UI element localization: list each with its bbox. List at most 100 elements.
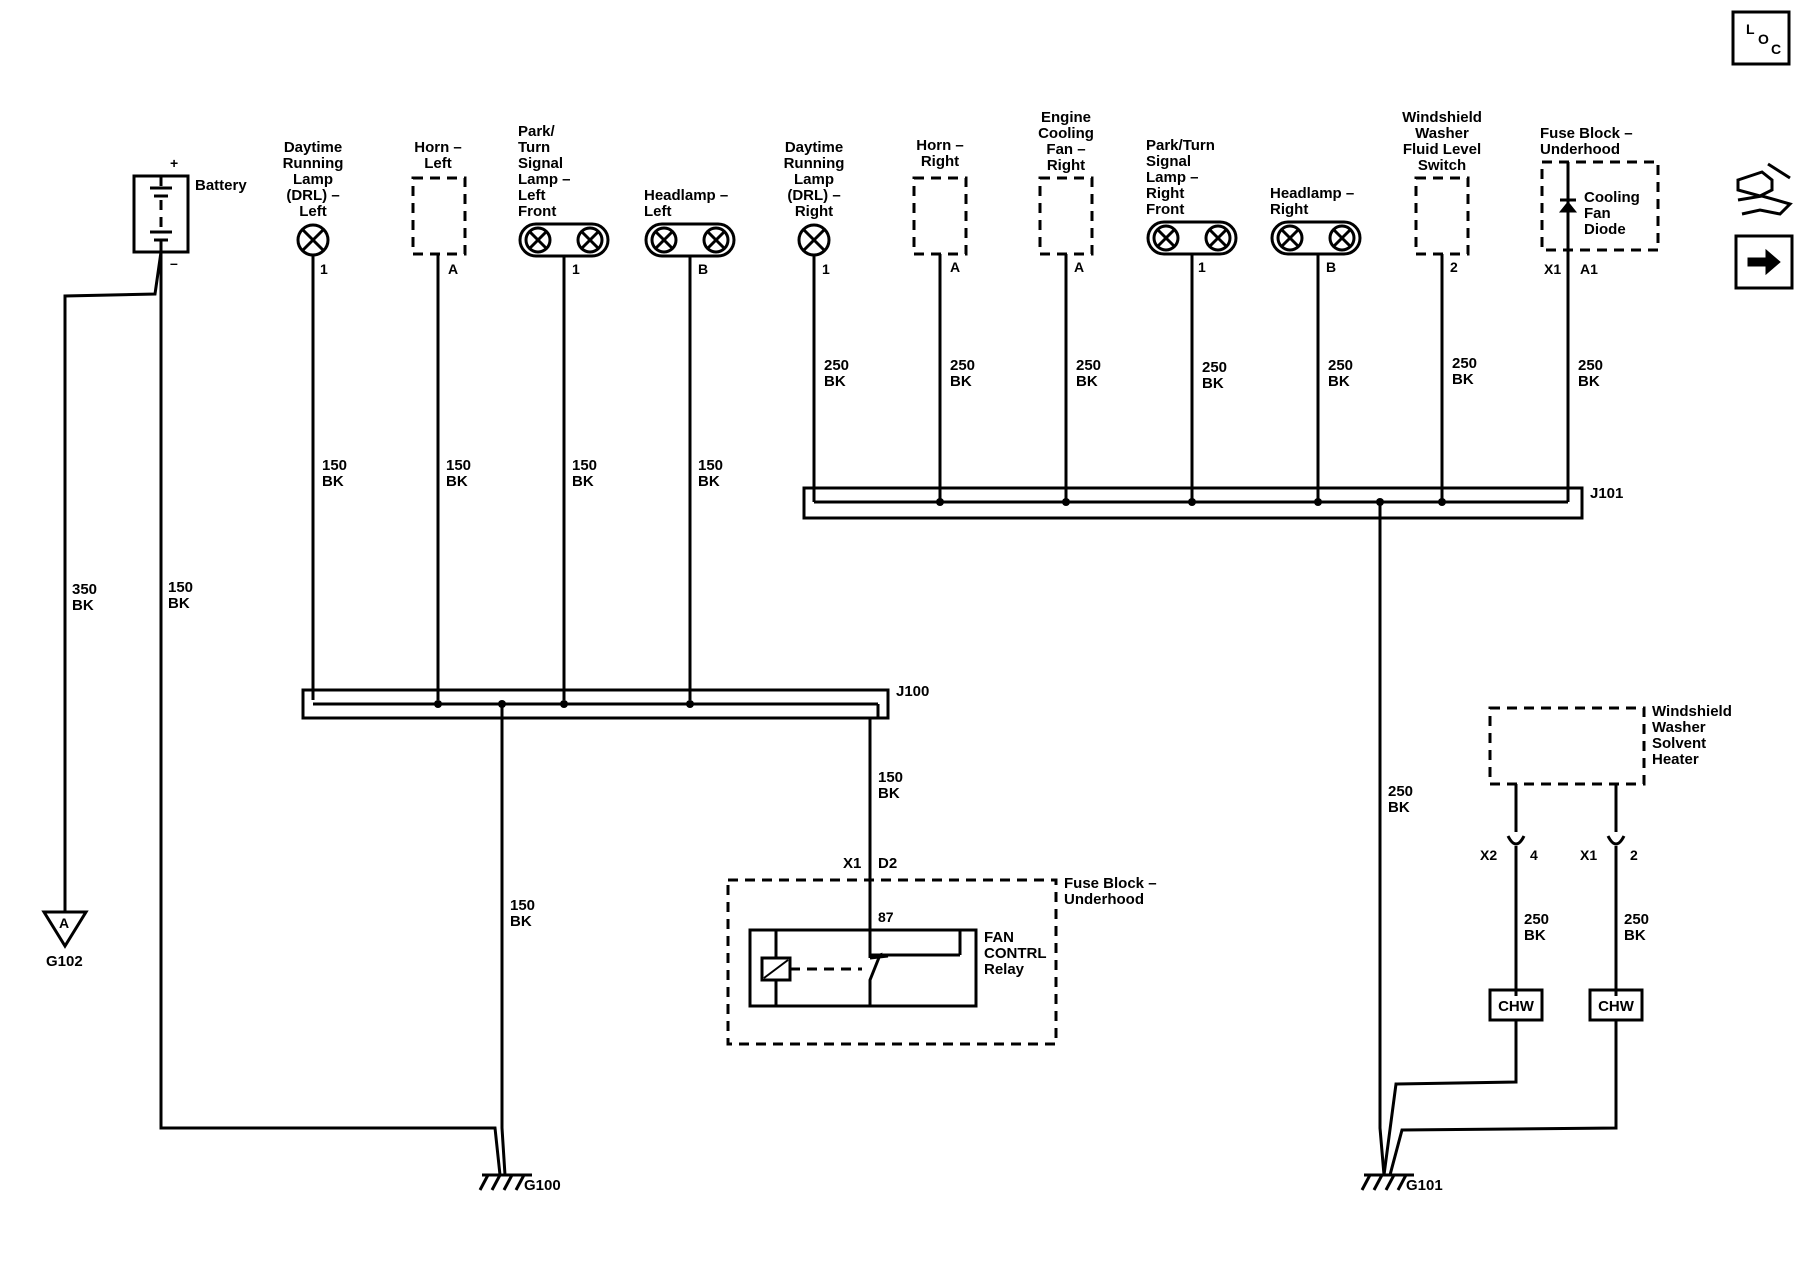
svg-text:Washer: Washer bbox=[1652, 719, 1706, 736]
ground-ref-letter: A bbox=[59, 915, 69, 931]
svg-text:BK: BK bbox=[824, 373, 846, 390]
wire-heater-g101 bbox=[1382, 1020, 1518, 1176]
fuse-block-underhood-outline bbox=[726, 878, 1058, 1046]
wire-battery-g100 bbox=[159, 252, 502, 1176]
drl-left-lamp: Daytime Running Lamp (DRL) – Left 1 bbox=[283, 139, 344, 277]
connector-icon bbox=[1506, 835, 1526, 846]
inline-splice-label: CHW bbox=[1498, 998, 1535, 1015]
svg-text:Fan: Fan bbox=[1584, 205, 1611, 222]
wire-size: 350 bbox=[72, 581, 97, 598]
svg-text:Windshield: Windshield bbox=[1652, 703, 1732, 720]
svg-text:Underhood: Underhood bbox=[1540, 141, 1620, 158]
svg-text:Running: Running bbox=[283, 155, 344, 172]
svg-text:BK: BK bbox=[950, 373, 972, 390]
pin-label: 1 bbox=[822, 261, 830, 277]
svg-text:Lamp: Lamp bbox=[794, 171, 834, 188]
svg-text:Fuse Block –: Fuse Block – bbox=[1540, 125, 1633, 142]
relay-switch-icon bbox=[868, 952, 883, 1006]
svg-text:Diode: Diode bbox=[1584, 221, 1626, 238]
svg-text:BK: BK bbox=[698, 473, 720, 490]
washer-fluid-level-switch: Windshield Washer Fluid Level Switch 2 bbox=[1402, 109, 1482, 275]
svg-text:FAN: FAN bbox=[984, 929, 1014, 946]
svg-text:Right: Right bbox=[1146, 185, 1184, 202]
ground-g102: A G102 bbox=[41, 910, 89, 970]
svg-text:Daytime: Daytime bbox=[284, 139, 342, 156]
svg-text:Signal: Signal bbox=[518, 155, 563, 172]
splice-label: J100 bbox=[896, 683, 929, 700]
pin-label: B bbox=[698, 261, 708, 277]
svg-text:BK: BK bbox=[1328, 373, 1350, 390]
splice-j100: J100 bbox=[301, 683, 929, 720]
inline-splice-label: CHW bbox=[1598, 998, 1635, 1015]
svg-text:BK: BK bbox=[510, 913, 532, 930]
svg-text:Fluid Level: Fluid Level bbox=[1403, 141, 1481, 158]
svg-text:250: 250 bbox=[1202, 359, 1227, 376]
svg-text:Daytime: Daytime bbox=[785, 139, 843, 156]
washer-solvent-heater: Windshield Washer Solvent Heater X2 4 25… bbox=[1382, 703, 1732, 1176]
wire-color: BK bbox=[168, 595, 190, 612]
svg-text:Headlamp –: Headlamp – bbox=[1270, 185, 1354, 202]
svg-text:Horn –: Horn – bbox=[916, 137, 964, 154]
svg-text:250: 250 bbox=[1624, 911, 1649, 928]
svg-text:250: 250 bbox=[1452, 355, 1477, 372]
svg-text:Left: Left bbox=[644, 203, 672, 220]
svg-text:Park/Turn: Park/Turn bbox=[1146, 137, 1215, 154]
svg-text:Heater: Heater bbox=[1652, 751, 1699, 768]
pin-label: 4 bbox=[1530, 847, 1538, 863]
svg-text:Washer: Washer bbox=[1415, 125, 1469, 142]
svg-text:250: 250 bbox=[1524, 911, 1549, 928]
svg-text:150: 150 bbox=[510, 897, 535, 914]
connector-label: X1 bbox=[1580, 847, 1597, 863]
splice-j101: J101 bbox=[802, 485, 1623, 520]
pin-label: 1 bbox=[320, 261, 328, 277]
svg-text:Switch: Switch bbox=[1418, 157, 1466, 174]
battery-minus-label: – bbox=[170, 255, 178, 271]
svg-text:BK: BK bbox=[1202, 375, 1224, 392]
svg-text:Lamp –: Lamp – bbox=[1146, 169, 1199, 186]
park-turn-lamp-left: Park/ Turn Signal Lamp – Left Front 1 bbox=[518, 123, 610, 277]
svg-text:Horn –: Horn – bbox=[414, 139, 462, 156]
pin-label: 2 bbox=[1450, 259, 1458, 275]
svg-text:BK: BK bbox=[1452, 371, 1474, 388]
relay-terminal: 87 bbox=[878, 909, 894, 925]
battery-plus-label: + bbox=[170, 155, 178, 171]
splice-label: J101 bbox=[1590, 485, 1623, 502]
battery-label: Battery bbox=[195, 177, 247, 194]
svg-text:BK: BK bbox=[446, 473, 468, 490]
ground-label: G101 bbox=[1406, 1177, 1443, 1194]
svg-text:CONTRL: CONTRL bbox=[984, 945, 1047, 962]
svg-text:BK: BK bbox=[572, 473, 594, 490]
drl-right-lamp: Daytime Running Lamp (DRL) – Right 1 bbox=[784, 139, 845, 277]
wire-j101-g101 bbox=[1378, 502, 1386, 1176]
connector-repair-icon[interactable] bbox=[1736, 162, 1793, 216]
svg-text:250: 250 bbox=[824, 357, 849, 374]
wire-color: BK bbox=[72, 597, 94, 614]
svg-text:BK: BK bbox=[1524, 927, 1546, 944]
ground-label: G100 bbox=[524, 1177, 561, 1194]
svg-text:Lamp: Lamp bbox=[293, 171, 333, 188]
horn-left: Horn – Left A bbox=[411, 139, 467, 277]
svg-text:BK: BK bbox=[1076, 373, 1098, 390]
wire-heater-g101 bbox=[1388, 1020, 1618, 1176]
next-page-button[interactable] bbox=[1734, 234, 1794, 290]
svg-text:(DRL) –: (DRL) – bbox=[286, 187, 339, 204]
cooling-fan-diode: Fuse Block – Underhood Cooling Fan Diode… bbox=[1540, 125, 1660, 277]
wire-j100-g100 bbox=[500, 704, 507, 1176]
svg-text:Headlamp –: Headlamp – bbox=[644, 187, 728, 204]
svg-text:Relay: Relay bbox=[984, 961, 1025, 978]
svg-text:250: 250 bbox=[1388, 783, 1413, 800]
wire-battery-g102 bbox=[63, 251, 163, 912]
svg-text:Left: Left bbox=[424, 155, 452, 172]
location-button[interactable]: L O C bbox=[1731, 10, 1791, 66]
svg-text:BK: BK bbox=[1388, 799, 1410, 816]
loc-letter-l: L bbox=[1746, 21, 1755, 37]
svg-text:Right: Right bbox=[1270, 201, 1308, 218]
pin-label: 1 bbox=[1198, 259, 1206, 275]
right-arrow-icon bbox=[1747, 248, 1781, 276]
svg-text:Windshield: Windshield bbox=[1402, 109, 1482, 126]
component-label: Daytime Running Lamp (DRL) – Left bbox=[283, 139, 344, 220]
svg-text:Left: Left bbox=[299, 203, 327, 220]
svg-text:Park/: Park/ bbox=[518, 123, 556, 140]
pin-label: 2 bbox=[1630, 847, 1638, 863]
